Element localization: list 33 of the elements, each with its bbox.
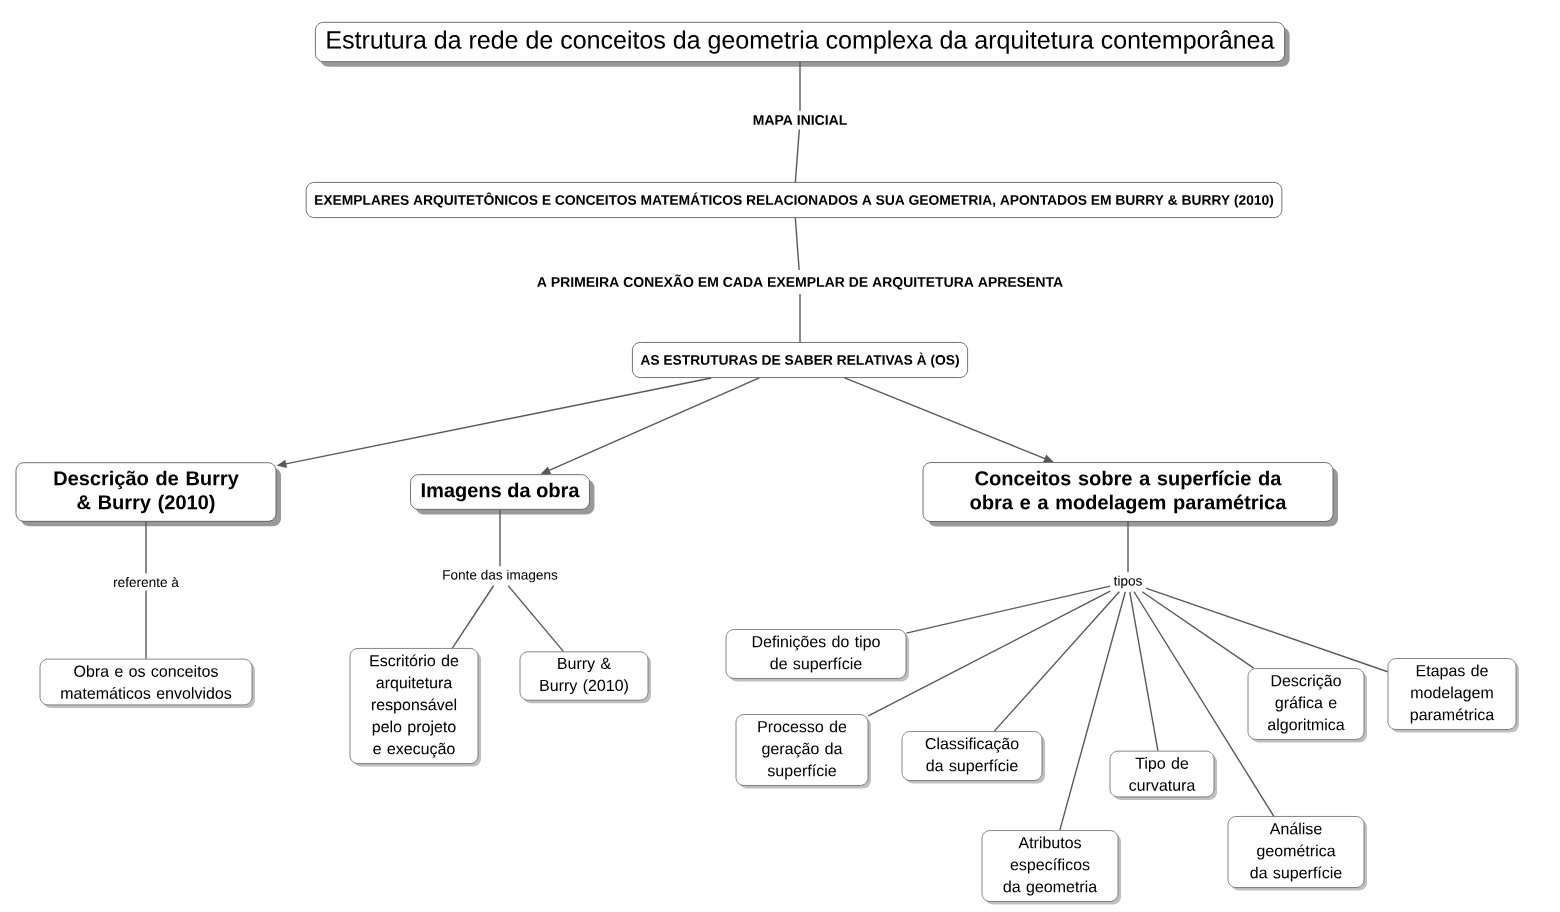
- concept-box: Processo de geração da superfície: [735, 714, 871, 789]
- concept-box: Classificação da superfície: [901, 731, 1045, 784]
- connector-line: [799, 61, 801, 112]
- connector-line: [1145, 587, 1389, 673]
- concept-box: Escritório de arquitetura responsável pelo projeto e execução: [349, 648, 481, 767]
- connector-line: [1127, 521, 1129, 573]
- concept-box: Burry & Burry (2010): [519, 651, 651, 704]
- concept-box: Obra e os conceitos matemáticos envolvidos: [39, 658, 255, 708]
- concept-box: Tipo de curvatura: [1109, 750, 1217, 800]
- connector-line: [1129, 591, 1159, 752]
- connector-line: [905, 585, 1111, 634]
- concept-box: Análise geométrica da superfície: [1227, 816, 1367, 891]
- connector-line: [794, 128, 800, 183]
- connector-line: [1059, 591, 1127, 831]
- concept-box: Imagens da obra: [410, 474, 595, 515]
- connector-line: [1141, 591, 1255, 669]
- connector-line: [794, 217, 800, 271]
- concept-box: Descrição gráfica e algoritmica: [1247, 668, 1367, 743]
- concept-box: Conceitos sobre a superfície da obra e a modelagem paramétrica: [922, 462, 1338, 527]
- connector-line: [507, 585, 565, 653]
- concept-box: Descrição de Burry & Burry (2010): [15, 462, 281, 527]
- connector-line: [867, 590, 1111, 717]
- connector-line: [1133, 591, 1275, 817]
- concept-box: Etapas de modelagem paramétrica: [1387, 658, 1519, 733]
- concept-box: Definições do tipo de superfície: [725, 629, 909, 682]
- title-box: Estrutura da rede de conceitos da geometria complexa da arquitetura contemporânea: [315, 21, 1290, 67]
- connector-line: [993, 591, 1120, 732]
- connector-line: [799, 293, 801, 343]
- connector-line: [451, 585, 495, 649]
- connector-line: [145, 589, 147, 660]
- connector-line: [499, 509, 501, 567]
- concept-box: Atributos específicos da geometria: [981, 830, 1121, 905]
- connector-line: [145, 521, 147, 575]
